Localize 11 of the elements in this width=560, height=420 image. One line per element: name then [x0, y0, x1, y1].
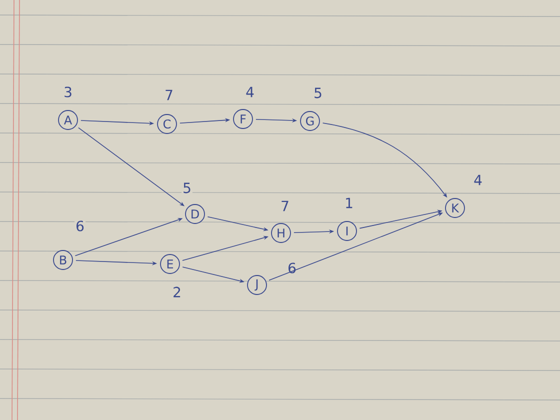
duration-label: 3 [62, 86, 74, 98]
duration-label: 5 [182, 182, 192, 194]
duration-label: 4 [472, 174, 484, 186]
duration-label: 7 [164, 88, 174, 102]
duration-label: 6 [74, 220, 86, 232]
duration-label: 7 [280, 200, 290, 212]
duration-label: 2 [172, 286, 182, 298]
duration-label: 1 [344, 196, 354, 210]
duration-label: 5 [312, 86, 324, 100]
duration-label: 4 [244, 86, 256, 98]
duration-label: 6 [286, 262, 298, 274]
